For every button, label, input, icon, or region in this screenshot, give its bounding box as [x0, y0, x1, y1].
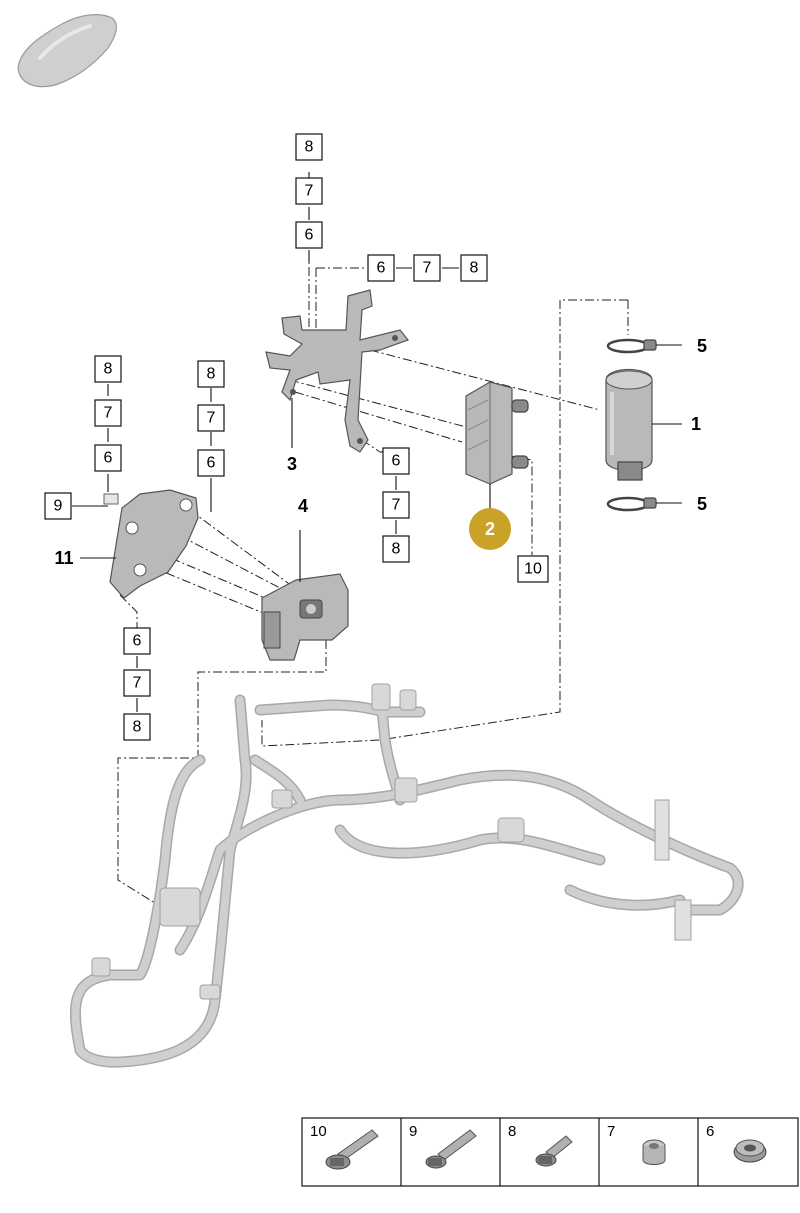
callout-part-4: 4	[298, 496, 308, 516]
box-label: 6	[133, 633, 142, 650]
fastener-number: 9	[409, 1123, 417, 1140]
grommet-icon	[733, 1139, 767, 1163]
box-label: 7	[104, 405, 113, 422]
stack-mid-3: 6 7 8	[382, 447, 410, 563]
bracket-part-11[interactable]	[103, 489, 199, 599]
box-10: 10	[517, 555, 549, 583]
receiver-drier-part-1[interactable]	[605, 369, 653, 481]
box-label: 6	[104, 450, 113, 467]
fastener-legend: 10 9 8 7	[301, 1117, 799, 1187]
box-label: 6	[207, 455, 216, 472]
box-9: 9	[44, 492, 72, 520]
fastener-cell[interactable]: 8	[508, 1123, 573, 1167]
box-label: 9	[54, 498, 63, 515]
box-label: 8	[207, 366, 216, 383]
box-label: 6	[377, 260, 386, 277]
box-label: 6	[305, 227, 314, 244]
box-label: 7	[305, 183, 314, 200]
box-label: 8	[104, 361, 113, 378]
box-label: 8	[470, 260, 479, 277]
box-label: 6	[392, 453, 401, 470]
stack-left-1: 8 7 6	[94, 355, 122, 472]
callout-part-5-top: 5	[697, 336, 707, 356]
callout-part-1: 1	[691, 414, 701, 434]
fastener-number: 6	[706, 1123, 714, 1140]
clamp-part-5-top[interactable]	[606, 338, 657, 354]
box-label: 7	[423, 260, 432, 277]
fastener-cell[interactable]: 10	[310, 1123, 379, 1170]
callout-part-11: 11	[54, 548, 73, 568]
box-label: 8	[392, 541, 401, 558]
callouts: 1 5 5 3 4 11	[54, 336, 707, 568]
fastener-number: 10	[310, 1123, 327, 1140]
clamp-part-5-bottom[interactable]	[606, 496, 657, 512]
box-label: 7	[207, 410, 216, 427]
stack-row-top: 6 7 8	[367, 254, 488, 282]
stack-left-2: 8 7 6	[197, 360, 225, 477]
stud-bolt-icon	[425, 1129, 477, 1169]
box-label: 8	[133, 719, 142, 736]
car-thumbnail-icon[interactable]	[17, 14, 117, 88]
fastener-cell[interactable]: 6	[706, 1123, 767, 1163]
spacer-bushing-icon	[642, 1139, 666, 1165]
short-bolt-icon	[535, 1135, 573, 1167]
fastener-number: 8	[508, 1123, 516, 1140]
box-label: 7	[133, 675, 142, 692]
box-frame	[295, 133, 323, 161]
box-label: 10	[524, 561, 542, 578]
callout-part-3: 3	[287, 454, 297, 474]
callout-leaders	[72, 172, 682, 712]
stack-bottom-left: 6 7 8	[123, 627, 151, 741]
heat-exchanger-part-2[interactable]	[465, 381, 529, 485]
callout-part-5-bottom: 5	[697, 494, 707, 514]
fastener-number: 7	[607, 1123, 615, 1140]
callout-part-2: 2	[485, 519, 495, 539]
callout-part-2-highlight[interactable]: 2	[469, 508, 511, 550]
stack-top: 8 7 6	[295, 133, 323, 249]
refrigerant-pipe-harness[interactable]	[69, 683, 744, 1068]
box-label: 7	[392, 497, 401, 514]
long-bolt-flange-icon	[325, 1129, 379, 1170]
bracket-part-3[interactable]	[265, 289, 409, 453]
fastener-cell[interactable]: 9	[409, 1123, 477, 1169]
box-label: 8	[305, 139, 314, 156]
valve-block-part-4[interactable]	[261, 573, 349, 661]
fastener-cell[interactable]: 7	[607, 1123, 666, 1165]
